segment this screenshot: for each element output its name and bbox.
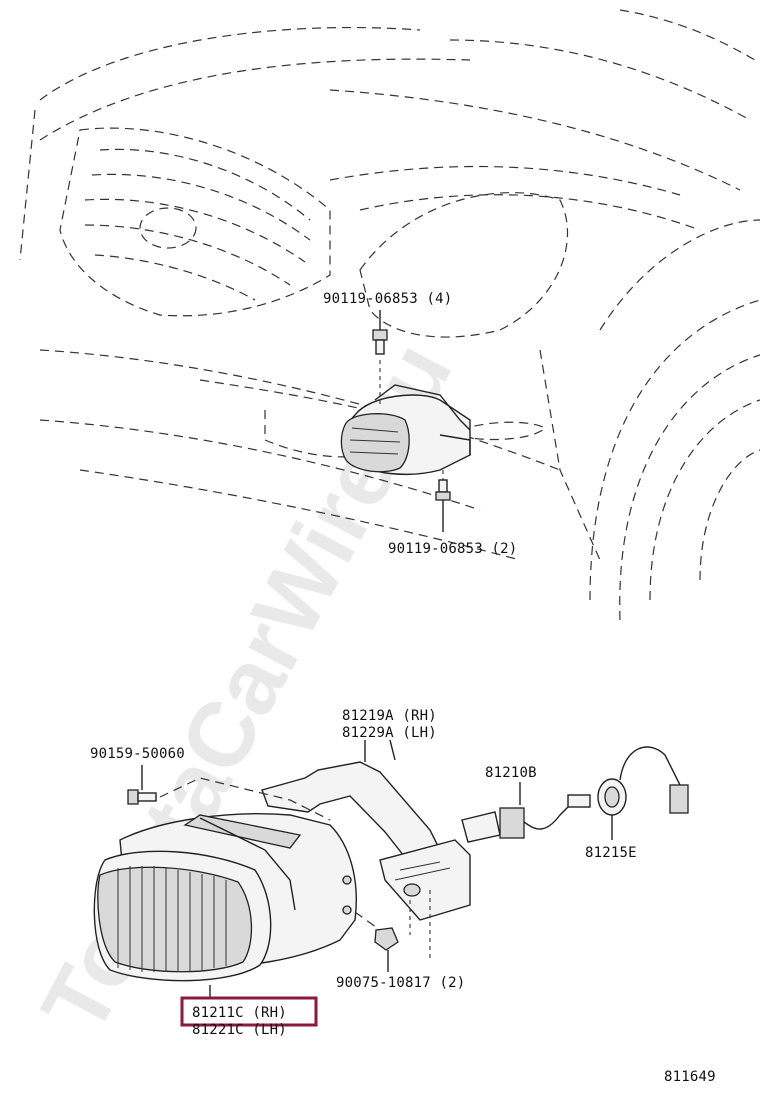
- screw-icon: [127, 765, 331, 821]
- label-socket: 81215E: [585, 845, 637, 861]
- bracket-part: [261, 740, 471, 921]
- socket-icon: [597, 746, 689, 840]
- label-bracket-lh: 81229A (LH): [342, 725, 437, 741]
- fog-lamp-unit: [93, 813, 357, 998]
- highlight-box: [180, 996, 318, 1027]
- label-bolt-bottom: 90119-06853 (2): [388, 541, 517, 557]
- bracket-leader: [389, 739, 396, 761]
- label-lamp-lh: 81221C (LH): [192, 1022, 287, 1038]
- label-bracket-rh: 81219A (RH): [342, 708, 437, 724]
- fog-lamp-installed: [340, 360, 471, 485]
- label-screw: 90159-50060: [90, 746, 185, 762]
- label-nut: 90075-10817 (2): [336, 975, 465, 991]
- diagram-id: 811649: [664, 1069, 716, 1085]
- label-lamp-rh[interactable]: 81211C (RH): [192, 1005, 287, 1021]
- label-bolt-top: 90119-06853 (4): [323, 291, 452, 307]
- bulb-icon: [461, 782, 591, 843]
- bolt-bottom-icon: [435, 479, 451, 532]
- car-front-outline: [19, 9, 760, 621]
- label-bulb: 81210B: [485, 765, 537, 781]
- bolt-top-icon: [372, 310, 388, 355]
- nut-icon: [354, 890, 431, 972]
